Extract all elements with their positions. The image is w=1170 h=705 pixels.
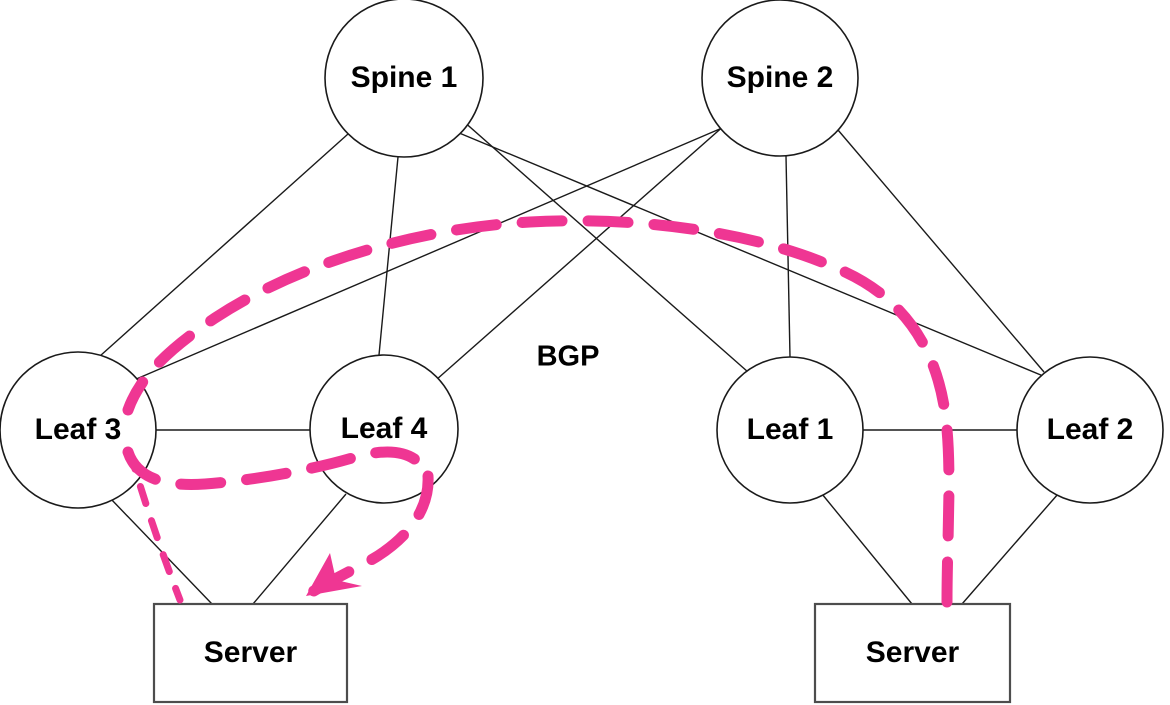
link-spine1-to-leaf1 bbox=[461, 119, 749, 373]
node-leaf1[interactable]: Leaf 1 bbox=[716, 356, 864, 504]
link-spine1-to-leaf2 bbox=[451, 129, 1049, 379]
node-label-spine2: Spine 2 bbox=[727, 61, 834, 94]
node-shape-rect bbox=[152, 602, 349, 704]
flow-segment-leaf3-to-leaf4-lower bbox=[122, 446, 434, 490]
flow-arrowhead bbox=[306, 553, 362, 596]
link-spine1-to-leaf4 bbox=[378, 156, 399, 356]
node-leaf3[interactable]: Leaf 3 bbox=[0, 351, 157, 509]
flow-segment-leaf3-to-server-left-thin bbox=[126, 448, 184, 604]
link-spine2-to-leaf3 bbox=[133, 127, 723, 381]
node-leaf4[interactable]: Leaf 4 bbox=[309, 354, 459, 504]
node-shape-circle bbox=[0, 351, 157, 509]
link-spine2-to-leaf1 bbox=[785, 155, 791, 358]
node-label-leaf4: Leaf 4 bbox=[341, 412, 428, 445]
node-shape-circle bbox=[324, 0, 484, 158]
node-label-leaf2: Leaf 2 bbox=[1047, 413, 1134, 446]
node-server-right[interactable]: Server bbox=[813, 602, 1012, 704]
node-shape-circle bbox=[716, 356, 864, 504]
link-leaf3-to-server_left bbox=[109, 497, 213, 605]
node-spine2[interactable]: Spine 2 bbox=[701, 0, 859, 157]
flow-segment-server-right-to-spine-arc bbox=[122, 215, 955, 608]
node-label-server-left: Server bbox=[204, 636, 298, 669]
node-leaf2[interactable]: Leaf 2 bbox=[1016, 356, 1164, 504]
link-leaf1-to-server_right bbox=[821, 493, 913, 605]
bgp-annotation-label: BGP bbox=[537, 341, 600, 373]
node-label-leaf3: Leaf 3 bbox=[35, 413, 122, 446]
node-label-server-right: Server bbox=[866, 636, 960, 669]
node-label-spine1: Spine 1 bbox=[351, 61, 458, 94]
node-label-leaf1: Leaf 1 bbox=[747, 413, 834, 446]
link-lines-group bbox=[99, 119, 1059, 605]
link-leaf4-to-server_left bbox=[252, 493, 347, 605]
link-spine1-to-leaf3 bbox=[99, 133, 349, 357]
node-spine1[interactable]: Spine 1 bbox=[324, 0, 484, 158]
link-spine2-to-leaf2 bbox=[837, 129, 1045, 373]
link-leaf2-to-server_right bbox=[961, 493, 1059, 605]
node-shape-circle bbox=[1016, 356, 1164, 504]
node-shape-circle bbox=[701, 0, 859, 157]
node-shape-rect bbox=[813, 602, 1012, 704]
node-shape-circle bbox=[309, 354, 459, 504]
bgp-flow-overlay-group bbox=[122, 215, 955, 608]
node-server-left[interactable]: Server bbox=[152, 602, 349, 704]
link-spine2-to-leaf4 bbox=[435, 123, 727, 381]
